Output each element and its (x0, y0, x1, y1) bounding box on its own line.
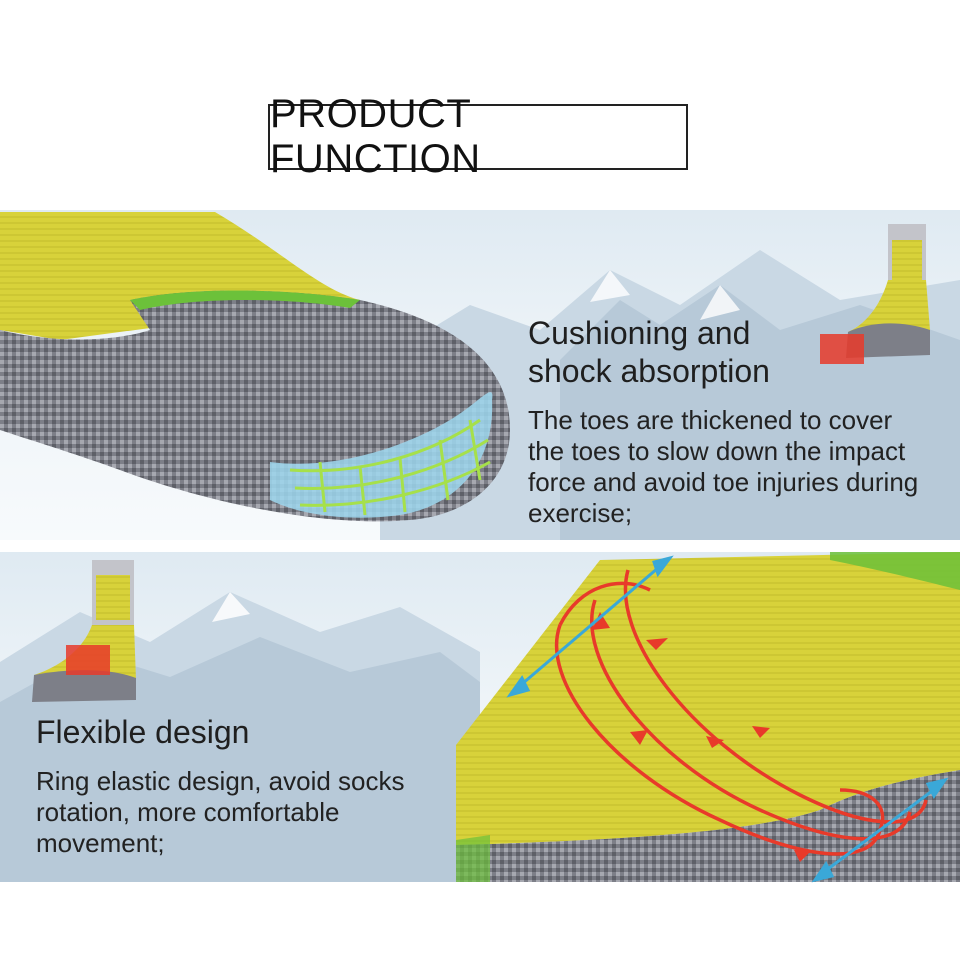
flexible-description-line-3: movement; (36, 828, 165, 858)
flexible-heading: Flexible design (36, 714, 250, 750)
flexible-description-line-2: rotation, more comfortable (36, 797, 340, 827)
title-box: PRODUCT FUNCTION (268, 92, 688, 181)
cushioning-heading: Cushioning and shock absorption (528, 314, 828, 390)
flexible-description: Ring elastic design, avoid socks rotatio… (36, 766, 456, 859)
flexible-description-line-1: Ring elastic design, avoid socks (36, 766, 405, 796)
cushioning-heading-line-2: shock absorption (528, 353, 770, 389)
cushioning-description-line-2: the toes to slow down the impact (528, 436, 906, 466)
cushioning-description-line-3: force and avoid toe injuries during (528, 467, 919, 497)
cushioning-heading-line-1: Cushioning and (528, 315, 751, 351)
cushioning-description-line-1: The toes are thickened to cover (528, 405, 893, 435)
cushioning-description: The toes are thickened to cover the toes… (528, 405, 958, 529)
cushioning-description-line-4: exercise; (528, 498, 633, 528)
page-title: PRODUCT FUNCTION (270, 92, 481, 181)
